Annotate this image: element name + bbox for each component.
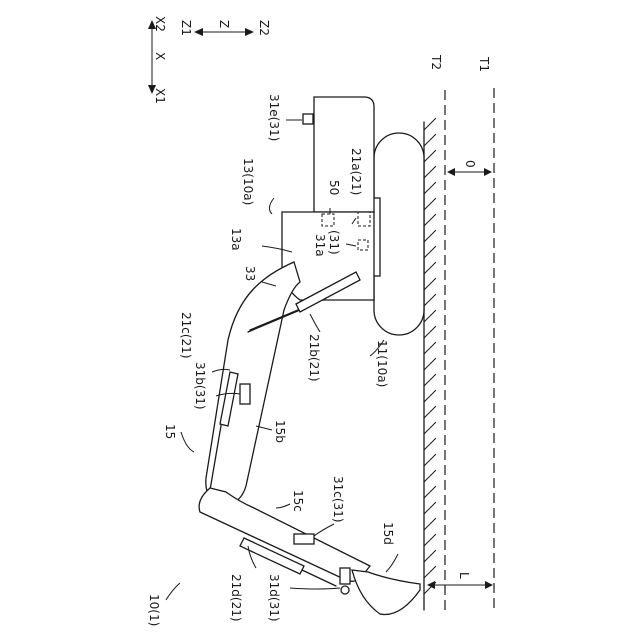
ground-hatch-line — [424, 550, 436, 562]
ground-hatch-line — [424, 502, 436, 514]
ground-hatch-line — [424, 230, 436, 242]
label-21a: 21a(21) — [349, 148, 363, 195]
ground-hatch-line — [424, 438, 436, 450]
label-21c: 21c(21) — [179, 312, 193, 359]
label-0: 0 — [463, 160, 477, 168]
label-21b: 21b(21) — [307, 334, 321, 382]
label-13a: 13a — [229, 228, 243, 251]
sensor-31b — [240, 384, 250, 404]
label-10-1: 10(1) — [147, 594, 161, 626]
ground-hatch-line — [424, 150, 436, 162]
ground-hatch-line — [424, 374, 436, 386]
axis-label-x1: X1 — [153, 88, 167, 104]
ground-hatch-line — [424, 358, 436, 370]
axis-label-x2: X2 — [153, 16, 167, 32]
label-t2: T2 — [429, 54, 443, 70]
ground-hatch-line — [424, 566, 436, 578]
ground-hatch-line — [424, 246, 436, 258]
ground-surface — [424, 118, 436, 610]
label-15b: 15b — [273, 420, 287, 443]
label-31e: 31e(31) — [267, 94, 281, 141]
ground-hatch-line — [424, 422, 436, 434]
ground-hatch-line — [424, 406, 436, 418]
axis-label-x: X — [153, 52, 167, 60]
ground-hatch-line — [424, 134, 436, 146]
label-t1: T1 — [477, 56, 491, 72]
label-50: 50 — [327, 180, 341, 195]
ground-hatch-line — [424, 518, 436, 530]
ground-hatch-line — [424, 486, 436, 498]
axis-label-z1: Z1 — [179, 20, 193, 36]
label-l: L — [457, 572, 471, 579]
label-15c: 15c — [291, 490, 305, 512]
crawler-track — [374, 133, 424, 335]
ground-hatch-line — [424, 342, 436, 354]
upper-body-rear — [314, 97, 374, 212]
ground-hatch-line — [424, 470, 436, 482]
label-21d: 21d(21) — [229, 574, 243, 622]
boom-15b — [206, 262, 300, 504]
bucket-15d — [352, 570, 420, 615]
label-33: 33 — [243, 266, 257, 281]
ground-hatch-line — [424, 310, 436, 322]
label-31a: 31a — [313, 234, 327, 257]
ground-hatch-line — [424, 390, 436, 402]
dimension-l — [427, 581, 493, 589]
label-31b: 31b(31) — [193, 362, 207, 410]
sensor-31d — [340, 568, 350, 594]
label-15: 15 — [163, 424, 177, 439]
ground-hatch-line — [424, 326, 436, 338]
ground-hatch-line — [424, 534, 436, 546]
label-31c: 31c(31) — [331, 476, 345, 523]
ground-hatch-line — [424, 118, 436, 130]
axis-label-z: Z — [217, 20, 231, 28]
ground-hatch-line — [424, 182, 436, 194]
ground-hatch-line — [424, 278, 436, 290]
z-axis-indicator — [194, 28, 254, 36]
sensor-31c — [294, 534, 314, 544]
ground-hatch-line — [424, 198, 436, 210]
axis-label-z2: Z2 — [257, 20, 271, 36]
ground-hatch-line — [424, 454, 436, 466]
ground-hatch-line — [424, 214, 436, 226]
label-31d: 31d(31) — [267, 574, 281, 622]
ground-hatch-line — [424, 294, 436, 306]
dimension-zero — [447, 168, 492, 176]
sensor-31e — [303, 114, 313, 124]
label-13-10a: 13(10a) — [241, 158, 255, 205]
ground-hatch-line — [424, 166, 436, 178]
label-31a-paren: (31) — [327, 230, 341, 255]
label-15d: 15d — [381, 522, 395, 545]
label-11-10a: 11(10a) — [375, 340, 389, 387]
ground-hatch-line — [424, 262, 436, 274]
